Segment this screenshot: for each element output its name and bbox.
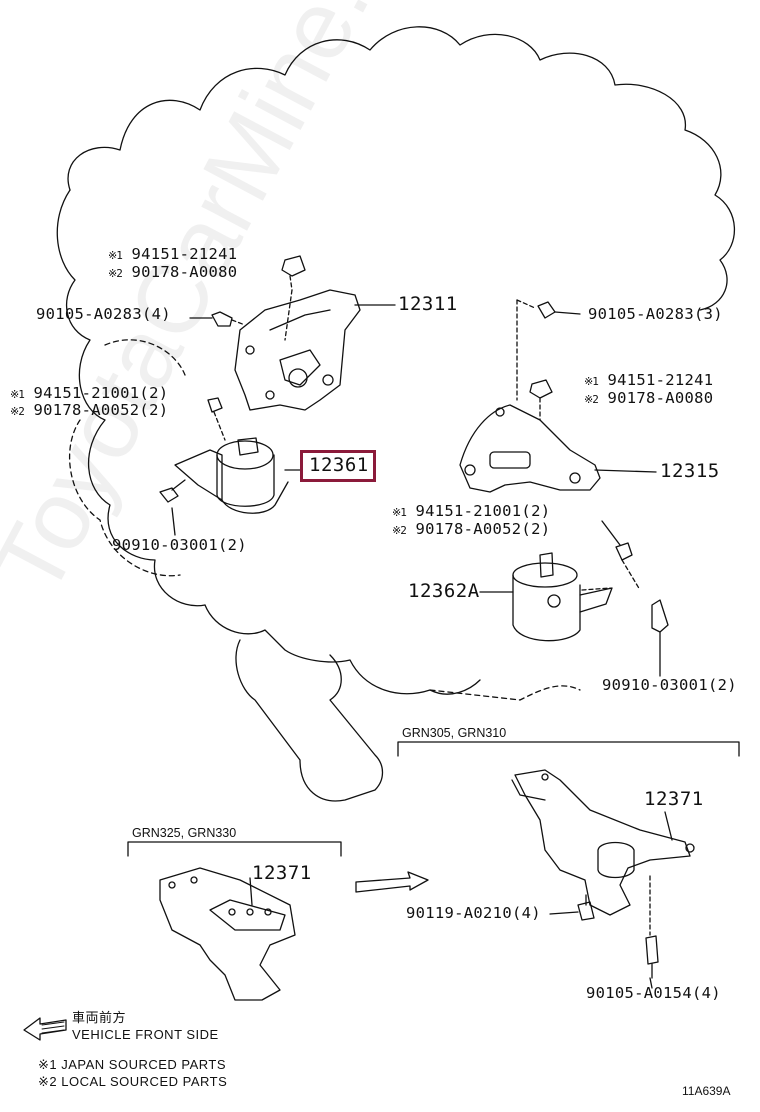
bolt-lower-b (645, 935, 659, 979)
leader-12371-left (249, 877, 253, 906)
callout-bolt-left: 90105-A0283(4) (36, 305, 171, 323)
engine-outline (67, 26, 736, 311)
stud-right (581, 587, 669, 677)
leader-12315 (594, 469, 657, 473)
callout-nut-left-line1: ※1 94151-21001(2) (10, 384, 169, 402)
group-bracket-left (127, 841, 342, 857)
nut-upper-left (281, 255, 306, 341)
group-bracket-right (397, 741, 740, 757)
legend-japan: ※1 JAPAN SOURCED PARTS (38, 1057, 227, 1072)
engine-outline-left (56, 189, 206, 607)
callout-upper-left-line2: ※2 90178-A0080 (108, 263, 238, 281)
callout-stud-right: 90910-03001(2) (602, 676, 737, 694)
bolt-upper-left (189, 311, 246, 327)
callout-bolt-lower-a: 90119-A0210(4) (406, 904, 541, 922)
callout-nut-right-lower-line2: ※2 90178-A0052(2) (392, 520, 551, 538)
nut-right-upper (529, 379, 553, 421)
engine-lower (204, 604, 481, 695)
bracket-12315 (459, 404, 601, 493)
part-12362a: 12362A (408, 580, 480, 602)
part-12371-left: 12371 (252, 862, 312, 884)
transmission-outline (235, 639, 384, 802)
callout-nut-left-line2: ※2 90178-A0052(2) (10, 401, 169, 419)
callout-bolt-right: 90105-A0283(3) (588, 305, 723, 323)
mount-12362a (512, 552, 613, 642)
leader-lower-a (549, 911, 579, 915)
group-label-left: GRN325, GRN330 (132, 826, 237, 840)
nut-right-lower (601, 520, 641, 591)
callout-nut-right-line1: ※1 94151-21241 (584, 371, 714, 389)
arrow-right (355, 871, 429, 893)
legend-local: ※2 LOCAL SOURCED PARTS (38, 1074, 228, 1089)
part-12361: 12361 (309, 454, 369, 476)
callout-nut-right-lower-line1: ※1 94151-21001(2) (392, 502, 551, 520)
callout-nut-right-line2: ※2 90178-A0080 (584, 389, 714, 407)
bracket-12371-left (159, 867, 296, 1001)
vehicle-front-jp: 車両前方 (72, 1010, 127, 1025)
callout-bolt-lower-b: 90105-A0154(4) (586, 984, 721, 1002)
mount-12361 (174, 437, 289, 514)
part-12371-right: 12371 (644, 788, 704, 810)
callout-upper-left-line1: ※1 94151-21241 (108, 245, 238, 263)
nut-left-2 (207, 397, 226, 441)
engine-dash-left2 (68, 419, 181, 577)
bracket-12311 (234, 289, 361, 411)
part-12315: 12315 (660, 460, 720, 482)
highlight-box-12361 (300, 450, 376, 482)
leader-lower-b (649, 977, 653, 989)
stud-left (159, 479, 186, 536)
engine-dash-right (429, 685, 581, 701)
leader-12371-right (664, 811, 673, 841)
figure-id: 11A639A (682, 1084, 731, 1098)
group-label-right: GRN305, GRN310 (402, 726, 507, 740)
vehicle-front-en: VEHICLE FRONT SIDE (72, 1027, 219, 1042)
engine-dash-left (104, 339, 186, 376)
part-12311: 12311 (398, 293, 458, 315)
bracket-12371-right (511, 769, 695, 936)
bolt-right (516, 299, 581, 401)
callout-stud-left: 90910-03001(2) (112, 536, 247, 554)
bolt-lower-a (577, 894, 595, 921)
